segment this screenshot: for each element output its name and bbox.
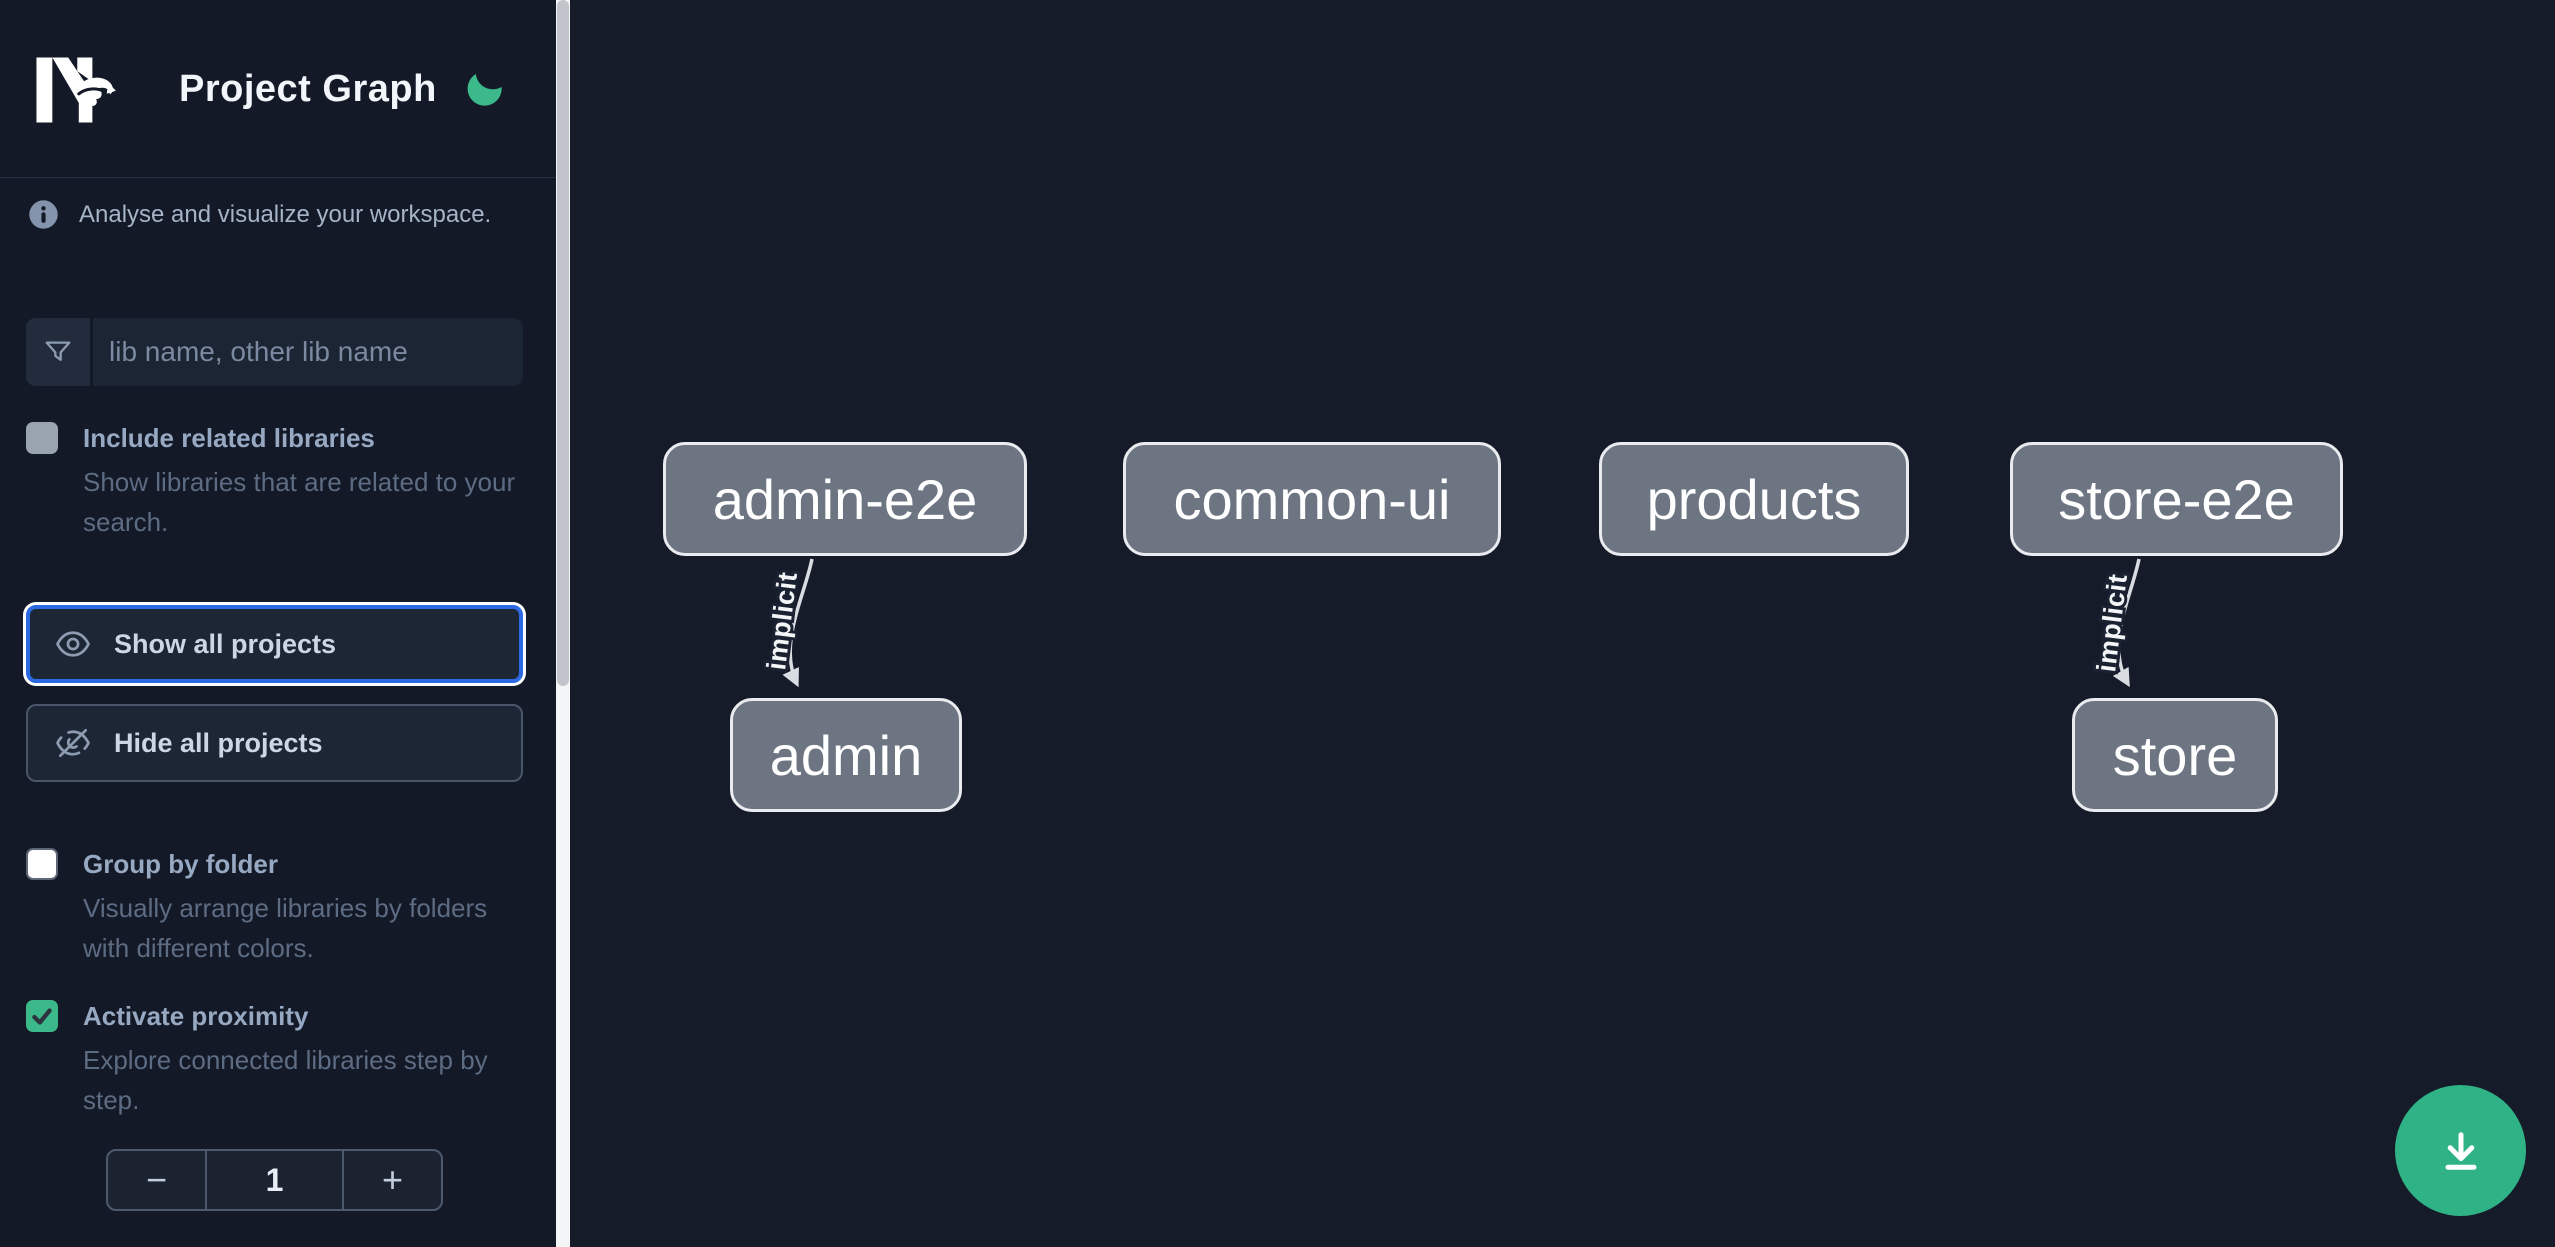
graph-node-admin[interactable]: admin	[730, 698, 962, 812]
group-by-folder-label: Group by folder	[83, 849, 278, 879]
download-graph-button[interactable]	[2395, 1085, 2526, 1216]
hide-all-projects-label: Hide all projects	[114, 727, 323, 758]
sidebar-header: Project Graph	[0, 0, 556, 178]
hide-all-projects-button[interactable]: Hide all projects	[26, 704, 523, 782]
workspace-info: Analyse and visualize your workspace.	[28, 199, 491, 230]
graph-node-common-ui[interactable]: common-ui	[1123, 442, 1501, 556]
proximity-decrement-button[interactable]: −	[108, 1151, 207, 1209]
group-by-folder-toggle: Group by folder Visually arrange librari…	[26, 846, 538, 968]
info-text: Analyse and visualize your workspace.	[79, 200, 492, 228]
sidebar: Project Graph Analyse and visualize your…	[0, 0, 556, 1247]
sidebar-scrollbar-track	[556, 0, 570, 1247]
include-related-toggle: Include related libraries Show libraries…	[26, 420, 538, 542]
include-related-description: Show libraries that are related to your …	[83, 467, 516, 537]
show-all-projects-button[interactable]: Show all projects	[26, 605, 523, 683]
group-by-folder-checkbox[interactable]	[26, 848, 58, 880]
eye-icon	[56, 631, 90, 657]
search-box	[26, 318, 523, 386]
eye-slash-icon	[56, 728, 90, 758]
proximity-increment-button[interactable]: +	[342, 1151, 441, 1209]
download-icon	[2445, 1131, 2476, 1170]
graph-node-admin-e2e[interactable]: admin-e2e	[663, 442, 1027, 556]
show-all-projects-label: Show all projects	[114, 628, 337, 659]
filter-funnel-icon	[26, 318, 93, 386]
proximity-stepper: − 1 +	[106, 1149, 443, 1211]
activate-proximity-toggle: Activate proximity Explore connected lib…	[26, 998, 538, 1120]
include-related-label: Include related libraries	[83, 423, 375, 453]
activate-proximity-label: Activate proximity	[83, 1001, 309, 1031]
info-circle-icon	[29, 200, 58, 229]
group-by-folder-description: Visually arrange libraries by folders wi…	[83, 893, 488, 963]
moon-icon	[467, 74, 502, 106]
graph-canvas[interactable]	[570, 0, 2555, 1247]
graph-node-store-e2e[interactable]: store-e2e	[2010, 442, 2343, 556]
sidebar-scrollbar-thumb[interactable]	[557, 0, 569, 686]
activate-proximity-description: Explore connected libraries step by step…	[83, 1045, 488, 1115]
proximity-value: 1	[265, 1161, 284, 1198]
search-input[interactable]	[93, 318, 523, 386]
graph-node-store[interactable]: store	[2072, 698, 2278, 812]
page-title: Project Graph	[179, 68, 437, 110]
activate-proximity-checkbox[interactable]	[26, 1000, 58, 1032]
theme-toggle-button[interactable]	[462, 66, 508, 112]
nx-logo	[36, 57, 116, 123]
include-related-checkbox[interactable]	[26, 422, 58, 454]
check-icon	[32, 1008, 52, 1025]
graph-node-products[interactable]: products	[1599, 442, 1909, 556]
